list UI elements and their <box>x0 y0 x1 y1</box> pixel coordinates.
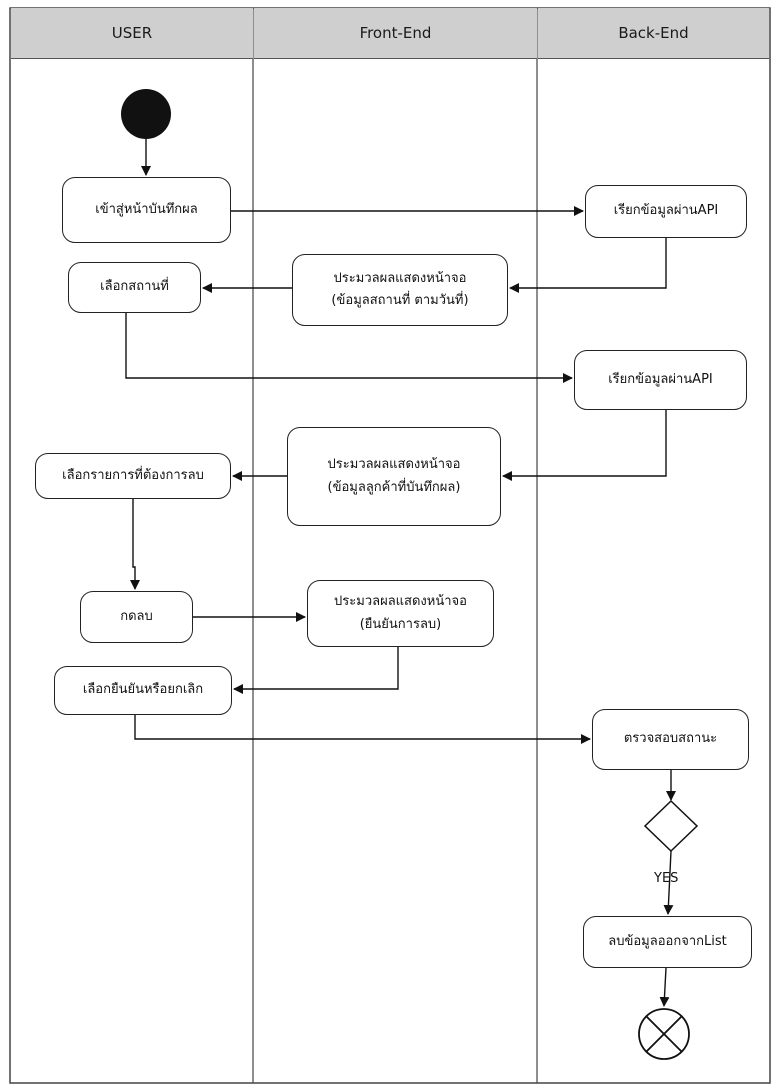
node-label: เรียกข้อมูลผ่านAPI <box>613 203 719 219</box>
flow-arrow <box>509 238 667 293</box>
node-label: ตรวจสอบสถานะ <box>623 731 718 747</box>
flow-arrow <box>502 410 667 481</box>
node-label: เลือกยืนยันหรือยกเลิก <box>82 682 204 698</box>
node-label: เข้าสู่หน้าบันทึกผล <box>95 201 198 217</box>
node-select-location: เลือกสถานที่ <box>68 262 201 313</box>
node-process-display-2: ประมวลผลแสดงหน้าจอ (ข้อมูลลูกค้าที่บันทึ… <box>287 427 501 526</box>
node-process-display-1: ประมวลผลแสดงหน้าจอ (ข้อมูลสถานที่ ตามวัน… <box>292 254 508 326</box>
node-label-line2: (ยืนยันการลบ) <box>359 616 442 632</box>
lane-header-user: USER <box>11 8 253 59</box>
node-call-api-2: เรียกข้อมูลผ่านAPI <box>574 350 747 410</box>
node-label: เรียกข้อมูลผ่านAPI <box>608 371 713 387</box>
flow-arrow <box>134 715 591 744</box>
node-label-line2: (ข้อมูลสถานที่ ตามวันที่) <box>331 293 469 308</box>
flow-arrow <box>233 647 399 694</box>
flow-arrow <box>125 313 573 383</box>
end-node <box>638 1008 690 1060</box>
node-label: เลือกสถานที่ <box>100 279 169 295</box>
flow-arrow <box>659 967 670 1007</box>
lane-header-back-end: Back-End <box>538 8 769 59</box>
node-label: เลือกรายการที่ต้องการลบ <box>62 467 204 483</box>
node-enter-record-page: เข้าสู่หน้าบันทึกผล <box>62 177 231 243</box>
flow-arrow <box>130 499 140 590</box>
node-label-line1: ประมวลผลแสดงหน้าจอ <box>333 270 467 286</box>
node-label: กดลบ <box>120 608 153 624</box>
node-label: ลบข้อมูลออกจากList <box>608 933 727 949</box>
node-call-api-1: เรียกข้อมูลผ่านAPI <box>585 185 747 238</box>
decision-node <box>643 799 699 853</box>
node-label-line2: (ข้อมูลลูกค้าที่บันทึกผล) <box>327 479 461 495</box>
node-process-display-3: ประมวลผลแสดงหน้าจอ (ยืนยันการลบ) <box>307 580 494 647</box>
node-select-item-to-delete: เลือกรายการที่ต้องการลบ <box>35 453 231 499</box>
node-delete-from-list: ลบข้อมูลออกจากList <box>583 916 752 968</box>
decision-yes-label: YES <box>654 871 679 886</box>
node-label-line1: ประมวลผลแสดงหน้าจอ <box>334 594 467 610</box>
node-confirm-or-cancel: เลือกยืนยันหรือยกเลิก <box>54 666 232 715</box>
start-node <box>121 89 171 139</box>
flow-arrow <box>663 850 674 915</box>
node-check-status: ตรวจสอบสถานะ <box>592 709 749 770</box>
lane-header-front-end: Front-End <box>254 8 537 59</box>
node-press-delete: กดลบ <box>80 591 193 643</box>
node-label-line1: ประมวลผลแสดงหน้าจอ <box>327 457 461 473</box>
